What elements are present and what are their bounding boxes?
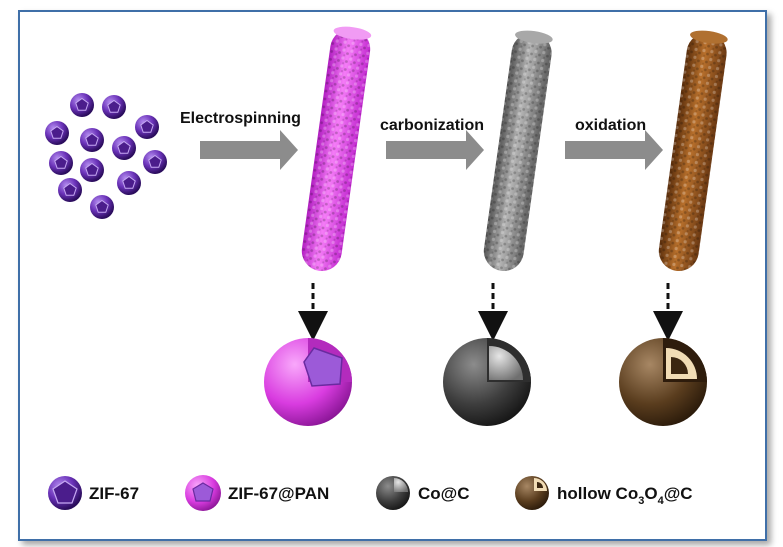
step-label-electrospinning: Electrospinning xyxy=(180,110,301,127)
zif-67-particle xyxy=(80,158,104,182)
legend-label-hollow-mid: O xyxy=(644,484,657,503)
zif-67-cluster xyxy=(45,93,167,219)
zif-67-particle xyxy=(112,136,136,160)
legend-label-co-c: Co@C xyxy=(418,484,470,503)
diagram-frame xyxy=(18,10,767,541)
legend-icon-hollow-co3o4-c xyxy=(515,476,549,510)
fiber-zif-67-pan xyxy=(301,26,372,272)
zif-67-particle xyxy=(90,195,114,219)
step-label-oxidation: oxidation xyxy=(575,117,646,134)
zif-67-particle xyxy=(117,171,141,195)
legend-label-hollow-sub1: 3 xyxy=(638,495,644,507)
legend-icon-zif-67-pan xyxy=(185,475,221,511)
legend: ZIF-67 ZIF-67@PAN Co@C hollow Co3O4@C xyxy=(48,475,693,511)
sphere-co-c xyxy=(443,338,531,426)
legend-label-zif-67: ZIF-67 xyxy=(89,484,139,503)
legend-label-hollow-suffix: @C xyxy=(664,484,693,503)
step-arrow-carbonization xyxy=(386,130,484,170)
zif-67-particle xyxy=(70,93,94,117)
legend-icon-zif-67 xyxy=(48,476,82,510)
zif-67-particle xyxy=(80,128,104,152)
legend-label-zif-67-pan: ZIF-67@PAN xyxy=(228,484,329,503)
legend-icon-co-c xyxy=(376,476,410,510)
sphere-hollow-co3o4-c xyxy=(619,338,707,426)
fiber-co-c xyxy=(483,30,553,272)
legend-label-hollow-sub2: 4 xyxy=(658,495,665,507)
zif-67-particle xyxy=(102,95,126,119)
sphere-zif-67-pan xyxy=(264,338,352,426)
zif-67-particle xyxy=(135,115,159,139)
legend-label-hollow-prefix: hollow Co xyxy=(557,484,638,503)
step-label-carbonization: carbonization xyxy=(380,117,484,134)
zif-67-particle xyxy=(58,178,82,202)
legend-label-hollow-co3o4-c: hollow Co3O4@C xyxy=(557,484,693,507)
step-arrow-electrospinning xyxy=(200,130,298,170)
fiber-hollow-co3o4-c xyxy=(658,30,728,272)
zif-67-particle xyxy=(49,151,73,175)
step-arrow-oxidation xyxy=(565,130,663,170)
zif-67-particle xyxy=(143,150,167,174)
zif-67-particle xyxy=(45,121,69,145)
